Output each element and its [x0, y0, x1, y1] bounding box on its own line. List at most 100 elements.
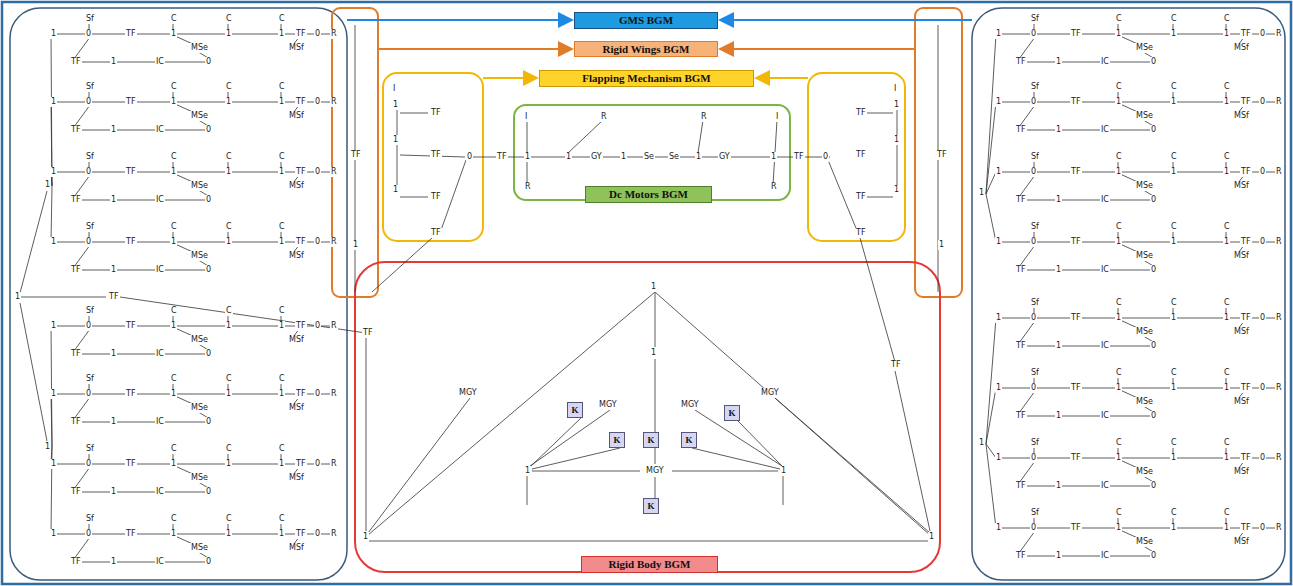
bond-element-label: C [278, 152, 286, 162]
bond-element-label: 0 [205, 195, 212, 205]
bond-line [74, 105, 90, 127]
bond-element-label: TF [1070, 29, 1082, 39]
bond-element-label: 1 [1055, 57, 1062, 67]
bond-element-label: MSe [1135, 43, 1154, 53]
bond-element-label: 0 [1259, 237, 1266, 247]
bond-line [74, 537, 90, 559]
bond-element-label: 0 [1150, 551, 1157, 561]
bond-element-label: 0 [1150, 265, 1157, 275]
bond-element-label: IC [1100, 125, 1110, 135]
bond-element-label: MGY [760, 388, 780, 398]
bond-element-label: TF [430, 150, 442, 160]
bond-line [72, 62, 210, 63]
bond-element-label: 1 [1055, 265, 1062, 275]
bond-element-label: 1 [352, 240, 359, 250]
bond-element-label: 0 [1150, 57, 1157, 67]
bond-element-label: 0 [1259, 97, 1266, 107]
bond-element-label: TF [295, 29, 307, 39]
bond-element-label: MSe [190, 473, 209, 483]
region-title: Rigid Body BGM [609, 557, 691, 572]
bond-line [999, 172, 1277, 173]
bond-element-label: 0 [1030, 313, 1037, 323]
bond-element-label: 0 [1030, 237, 1037, 247]
bond-line [54, 34, 332, 35]
bond-line [1017, 486, 1155, 487]
k-element-box: K [643, 432, 659, 448]
bond-line [1019, 391, 1035, 413]
bond-element-label: 1 [1115, 167, 1122, 177]
bond-element-label: Sf [85, 82, 95, 92]
bond-line [51, 394, 52, 446]
bond-line [1019, 175, 1035, 197]
bond-element-label: TF [430, 192, 442, 202]
bond-element-label: 0 [1259, 167, 1266, 177]
region-title: Rigid Wings BGM [602, 42, 689, 56]
bond-element-label: 1 [1115, 383, 1122, 393]
bond-element-label: Sf [85, 444, 95, 454]
bond-line [54, 326, 332, 327]
bond-element-label: IC [1100, 411, 1110, 421]
region-title: GMS BGM [619, 13, 673, 28]
bond-element-label: 1 [170, 167, 177, 177]
bond-element-label: 0 [1030, 29, 1037, 39]
bond-element-label: MSe [1135, 111, 1154, 121]
bond-element-label: MGY [645, 466, 665, 476]
bond-element-label: 1 [225, 167, 232, 177]
bond-element-label: C [170, 222, 178, 232]
bond-element-label: 1 [1170, 313, 1177, 323]
bond-element-label: R [600, 112, 608, 122]
bond-line [54, 172, 332, 173]
bond-element-label: 1 [1055, 195, 1062, 205]
bond-element-label: R [1275, 383, 1283, 393]
bond-element-label: MGY [598, 400, 618, 410]
bond-element-label: IC [155, 265, 165, 275]
bond-element-label: MSf [288, 543, 305, 553]
bond-element-label: C [170, 152, 178, 162]
bond-line [54, 534, 332, 535]
bond-element-label: 1 [995, 313, 1002, 323]
bond-element-label: C [1115, 82, 1123, 92]
bond-element-label: MSe [190, 181, 209, 191]
bond-element-label: 1 [978, 188, 985, 198]
bond-element-label: GY [718, 152, 731, 162]
bond-element-label: 1 [392, 185, 399, 195]
bond-element-label: TF [295, 459, 307, 469]
bond-element-label: TF [1070, 167, 1082, 177]
bond-element-label: TF [295, 321, 307, 331]
bond-element-label: C [225, 14, 233, 24]
bond-element-label: MSe [1135, 467, 1154, 477]
bond-element-label: MSf [1233, 111, 1250, 121]
bond-element-label: 1 [995, 29, 1002, 39]
bond-line [999, 318, 1277, 319]
bond-element-label: 1 [1115, 453, 1122, 463]
bond-element-label: Sf [85, 14, 95, 24]
bond-element-label: MSf [1233, 537, 1250, 547]
bond-element-label: IC [155, 349, 165, 359]
bond-element-label: Sf [1030, 82, 1040, 92]
bond-element-label: 1 [278, 459, 285, 469]
bond-element-label: 0 [85, 321, 92, 331]
bond-element-label: MSe [190, 111, 209, 121]
bond-element-label: MSf [288, 43, 305, 53]
bond-line [72, 130, 210, 131]
bond-line [74, 467, 90, 489]
bond-element-label: TF [70, 487, 82, 497]
bond-element-label: 1 [893, 135, 900, 145]
bond-element-label: 1 [50, 321, 57, 331]
bond-element-label: 0 [1150, 195, 1157, 205]
bond-element-label: TF [125, 237, 137, 247]
bond-element-label: MSf [288, 251, 305, 261]
title-box: GMS BGM [574, 12, 718, 29]
bond-element-label: GY [590, 152, 603, 162]
bond-element-label: 0 [205, 265, 212, 275]
bond-element-label: R [1275, 313, 1283, 323]
bond-element-label: 1 [110, 417, 117, 427]
bond-element-label: C [1170, 508, 1178, 518]
bond-element-label: TF [1015, 411, 1027, 421]
bond-element-label: TF [1240, 237, 1252, 247]
bond-element-label: TF [1240, 453, 1252, 463]
bond-line [999, 102, 1277, 103]
bond-element-label: Sf [85, 374, 95, 384]
bond-element-label: TF [1070, 313, 1082, 323]
bond-element-label: 1 [1170, 97, 1177, 107]
